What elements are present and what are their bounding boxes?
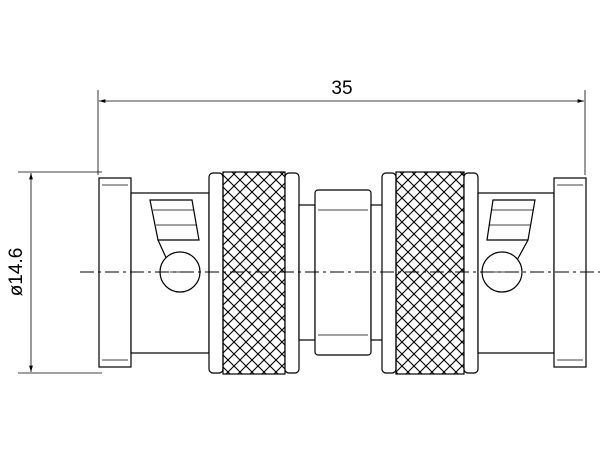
left-knurled-nut xyxy=(208,171,300,375)
right-end-flange xyxy=(553,177,587,368)
diameter-label: ø14.6 xyxy=(6,248,27,297)
length-dimension: 35 xyxy=(97,78,586,175)
left-bayonet-sleeve xyxy=(130,192,210,354)
right-knurled-nut xyxy=(381,171,479,375)
center-body xyxy=(298,189,384,356)
right-bayonet-sleeve xyxy=(477,192,555,354)
left-end-flange xyxy=(98,177,132,368)
diameter-dimension: ø14.6 xyxy=(6,171,102,374)
length-label: 35 xyxy=(331,78,352,99)
